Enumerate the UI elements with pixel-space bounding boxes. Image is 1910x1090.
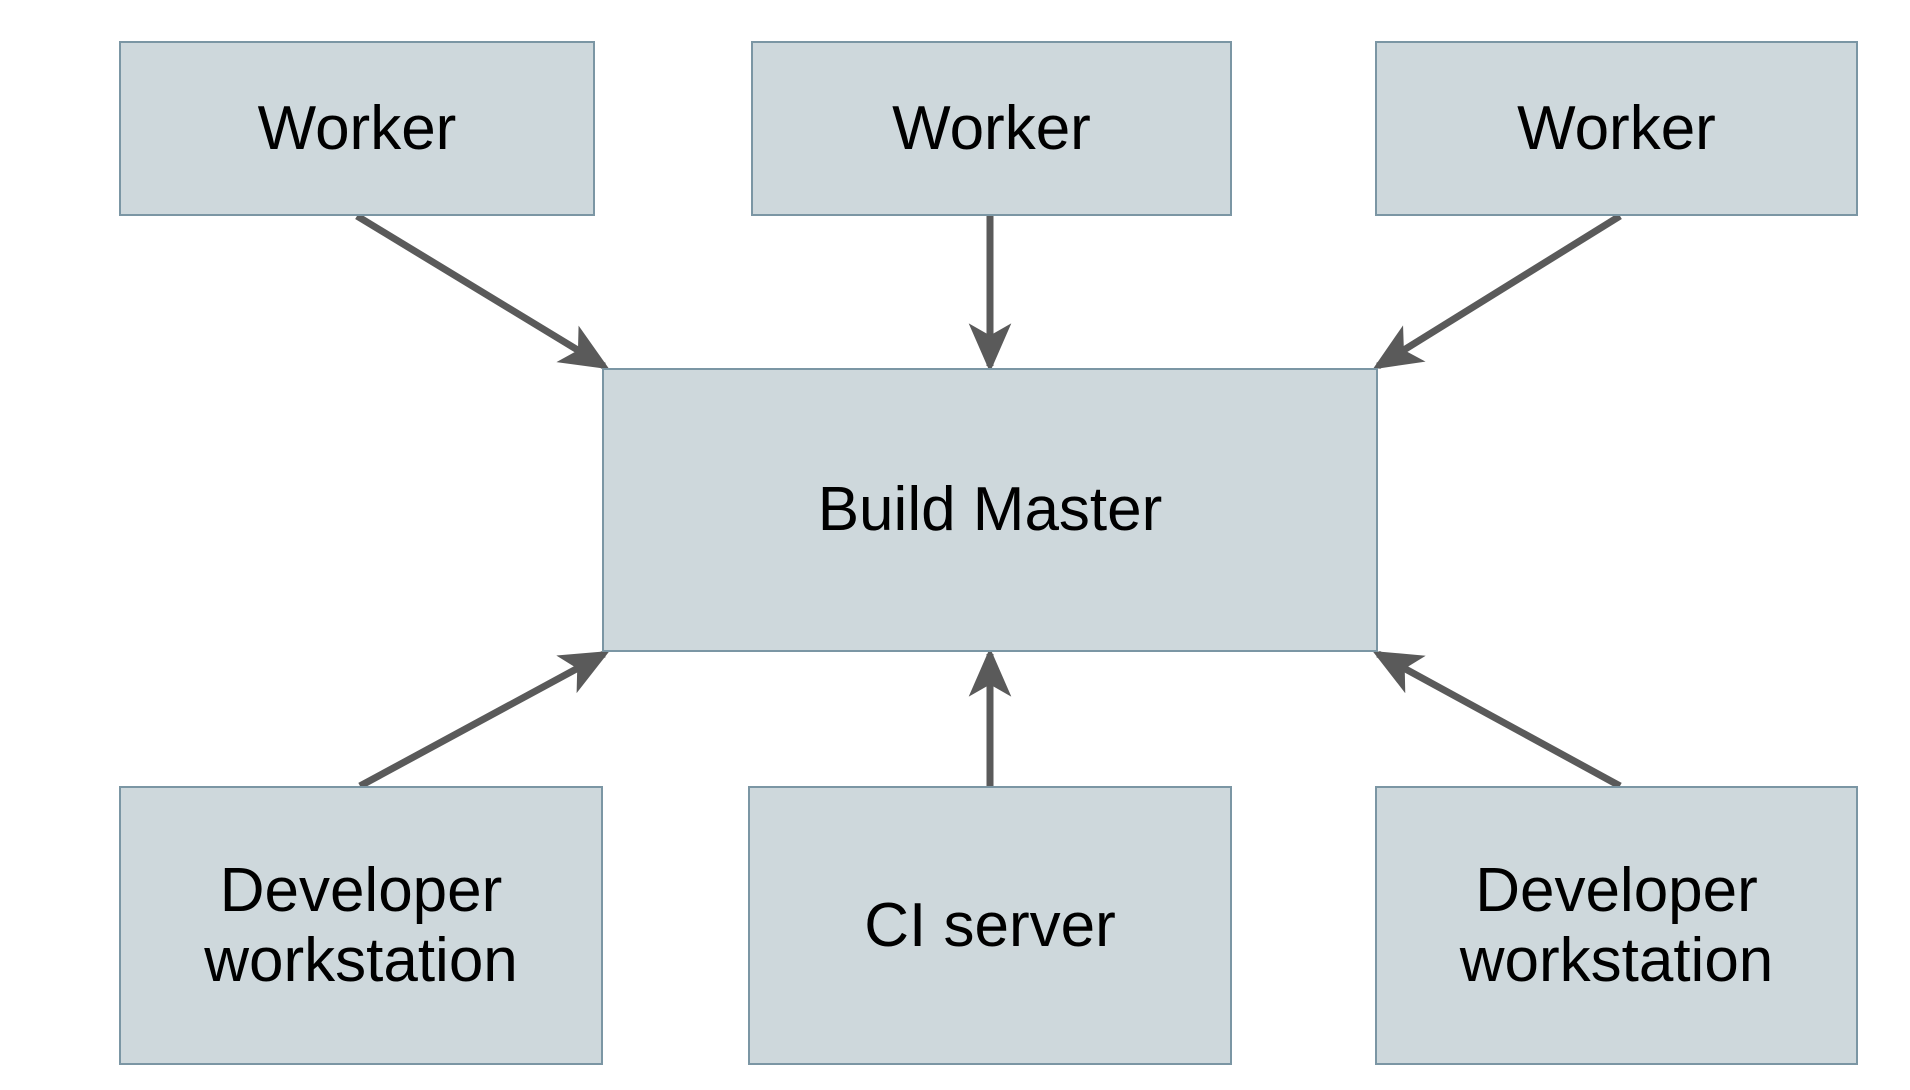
node-label: Developer workstation (204, 856, 518, 995)
node-ci-server[interactable]: CI server (748, 786, 1232, 1065)
edge-devright-to-master (1372, 650, 1622, 790)
node-label: Worker (892, 93, 1091, 163)
node-label: CI server (864, 890, 1116, 960)
node-label: Developer workstation (1459, 856, 1774, 995)
node-label: Worker (257, 93, 457, 163)
node-worker-1[interactable]: Worker (119, 41, 595, 216)
node-worker-3[interactable]: Worker (1375, 41, 1858, 216)
edge-devleft-to-master (358, 650, 610, 790)
node-developer-workstation-left[interactable]: Developer workstation (119, 786, 603, 1065)
node-developer-workstation-right[interactable]: Developer workstation (1375, 786, 1858, 1065)
node-label: Worker (1517, 93, 1716, 163)
edge-worker1-to-master (355, 213, 610, 370)
node-build-master[interactable]: Build Master (602, 368, 1378, 652)
node-worker-2[interactable]: Worker (751, 41, 1232, 216)
node-label: Build Master (817, 475, 1163, 545)
edge-worker3-to-master (1372, 213, 1622, 370)
